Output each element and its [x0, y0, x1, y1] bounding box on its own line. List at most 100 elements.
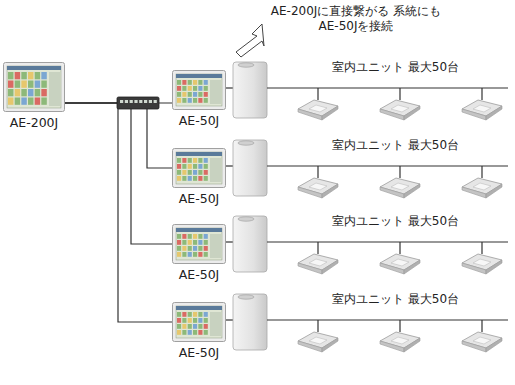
hub-port — [125, 100, 128, 103]
branch-line — [481, 320, 482, 332]
device-name: AE-200J — [10, 115, 59, 130]
screen-icon — [177, 312, 181, 317]
screen-icon — [204, 234, 208, 239]
system-controller: AE-50J — [172, 70, 226, 128]
screen-icon — [193, 170, 197, 175]
controller-image — [172, 70, 226, 110]
refrigerant-line — [267, 241, 508, 242]
screen-icon — [182, 312, 186, 317]
screen-icon — [188, 98, 192, 103]
outdoor-unit — [233, 62, 267, 118]
screen-icon — [182, 176, 186, 181]
screen-icon — [198, 158, 202, 163]
screen-icon — [193, 324, 197, 329]
screen-icon — [188, 92, 192, 97]
screen-icon — [188, 80, 192, 85]
branch-line — [317, 166, 318, 178]
screen-icon — [182, 234, 186, 239]
screen-icon — [182, 246, 186, 251]
controller-screen — [176, 74, 222, 106]
fan-grille — [238, 63, 254, 67]
screen-icon — [15, 81, 20, 88]
screen-icon — [177, 98, 181, 103]
hub-port — [149, 100, 152, 103]
screen-icon — [41, 81, 46, 88]
screen-icon — [198, 240, 202, 245]
cassette-panel — [309, 259, 327, 266]
control-wire — [226, 319, 233, 320]
screen-icon — [41, 72, 46, 79]
screen-icon — [193, 318, 197, 323]
device-name: AE-50J — [179, 345, 220, 360]
screen-icon — [28, 81, 33, 88]
screen-icon — [188, 234, 192, 239]
screen-icon — [193, 176, 197, 181]
cassette-panel — [473, 259, 491, 266]
control-wire — [226, 165, 233, 166]
cassette-panel — [473, 105, 491, 112]
hub-port — [130, 100, 133, 103]
controller-image — [172, 148, 226, 188]
screen-icon — [182, 92, 186, 97]
screen-icon — [198, 246, 202, 251]
screen-icon — [204, 158, 208, 163]
screen-icon — [198, 176, 202, 181]
cassette-panel — [391, 259, 409, 266]
screen-icon — [188, 318, 192, 323]
screen-icon — [21, 98, 26, 105]
cassette-panel — [309, 105, 327, 112]
screen-icon — [182, 330, 186, 335]
cassette-panel — [473, 337, 491, 344]
screen-icon — [182, 86, 186, 91]
cassette-panel — [391, 337, 409, 344]
branch-line — [399, 166, 400, 178]
cassette-panel — [391, 105, 409, 112]
screen-icon — [204, 80, 208, 85]
screen-icon — [177, 80, 181, 85]
screen-icon — [204, 170, 208, 175]
screen-icon — [177, 92, 181, 97]
screen-icon — [177, 170, 181, 175]
controller-image — [172, 224, 226, 264]
screen-icon — [193, 330, 197, 335]
screen-icon — [15, 89, 20, 96]
refrigerant-line — [267, 165, 508, 166]
controller-image — [3, 62, 65, 112]
screen-sidebar — [210, 80, 221, 104]
fan-grille — [238, 141, 254, 145]
screen-icon — [198, 164, 202, 169]
screen-icon — [193, 164, 197, 169]
screen-header — [7, 66, 61, 70]
screen-icon — [182, 80, 186, 85]
screen-sidebar — [49, 72, 60, 106]
branch-line — [481, 242, 482, 254]
screen-icon — [188, 312, 192, 317]
screen-icon — [188, 246, 192, 251]
screen-icon — [41, 89, 46, 96]
screen-icon — [198, 318, 202, 323]
central-controller: AE-200J — [3, 62, 65, 130]
system-controller: AE-50J — [172, 302, 226, 360]
controller-screen — [176, 228, 222, 260]
screen-icon — [204, 92, 208, 97]
screen-icon — [188, 252, 192, 257]
screen-icon — [28, 72, 33, 79]
screen-icon — [193, 86, 197, 91]
screen-icon — [41, 98, 46, 105]
branch-line — [481, 88, 482, 100]
screen-icon — [188, 158, 192, 163]
outdoor-unit — [233, 294, 267, 350]
control-wire — [226, 87, 233, 88]
branch-line — [481, 166, 482, 178]
cassette-panel — [473, 183, 491, 190]
screen-icon — [182, 240, 186, 245]
controller-screen — [176, 306, 222, 338]
screen-icon — [188, 170, 192, 175]
hub-port — [139, 100, 142, 103]
branch-line — [399, 88, 400, 100]
screen-icon — [35, 89, 40, 96]
unit-count-label: 室内ユニット 最大50台 — [330, 60, 461, 75]
screen-icon — [177, 86, 181, 91]
screen-icon — [193, 240, 197, 245]
